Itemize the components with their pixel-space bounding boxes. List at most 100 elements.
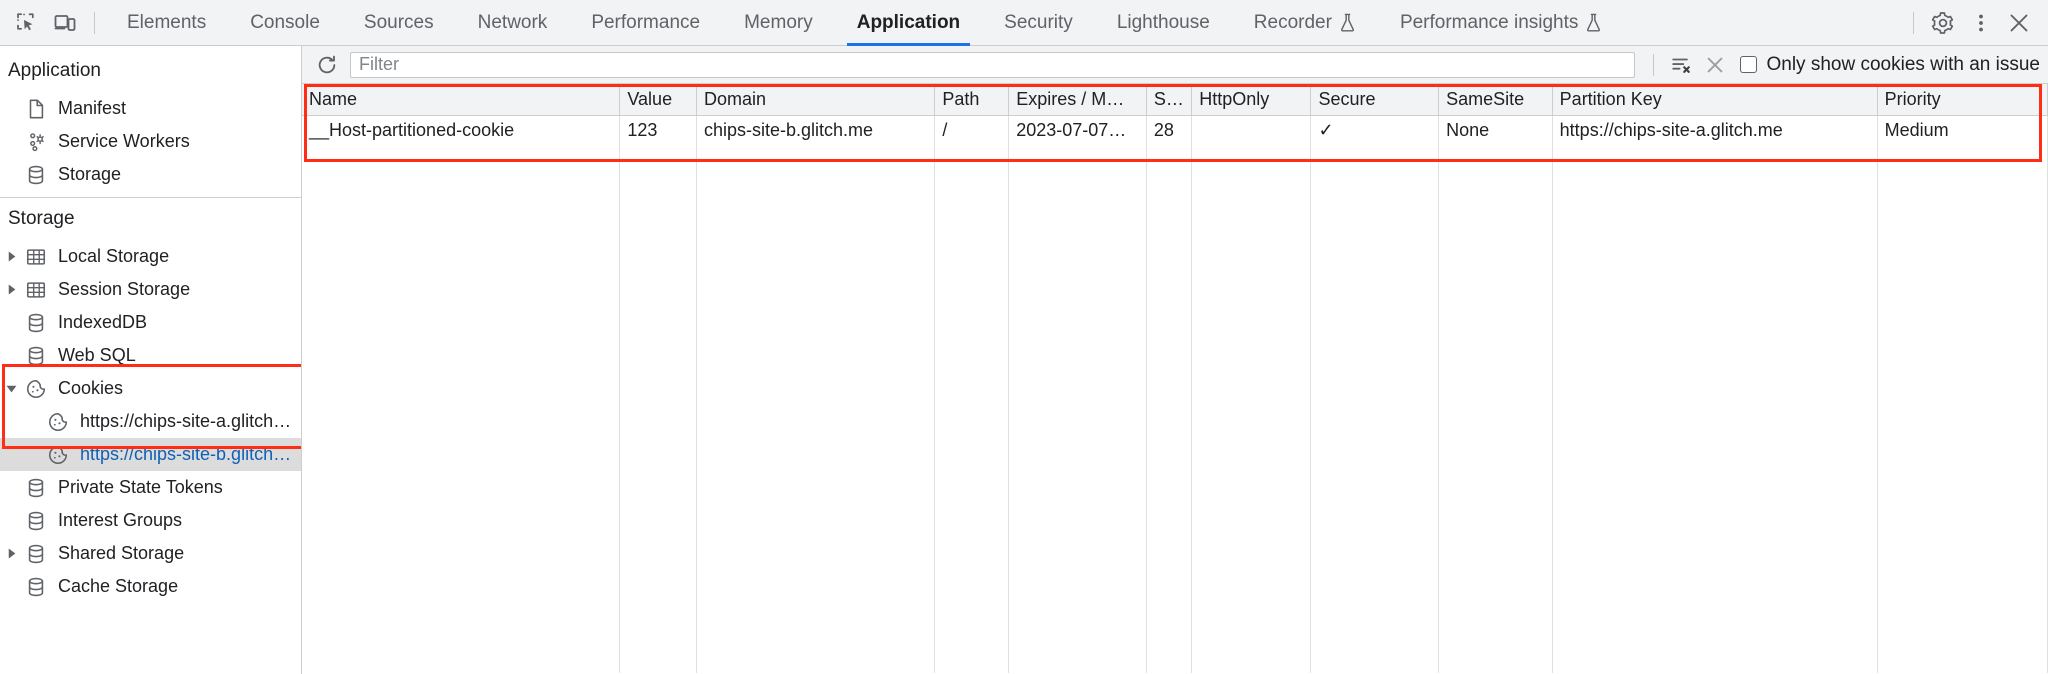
cell-empty	[1877, 425, 2048, 456]
sidebar-item-local-storage[interactable]: Local Storage	[0, 240, 301, 273]
chevron-right-icon[interactable]	[0, 284, 22, 295]
tab-application[interactable]: Application	[835, 0, 982, 46]
tab-recorder[interactable]: Recorder	[1232, 0, 1378, 46]
cell-empty	[302, 177, 621, 208]
table-empty-row	[302, 549, 2048, 580]
sidebar-item-cookies[interactable]: Cookies	[0, 372, 301, 405]
cell-empty	[619, 394, 697, 425]
checkbox-box[interactable]	[1740, 56, 1758, 73]
cell-empty	[1877, 177, 2048, 208]
sidebar-item-interest-groups[interactable]: Interest Groups	[0, 504, 301, 537]
cell-empty	[1877, 487, 2048, 518]
sidebar-item-storage[interactable]: Storage	[0, 158, 301, 191]
sidebar-item-cache-storage[interactable]: Cache Storage	[0, 570, 301, 603]
cell-empty	[1191, 549, 1312, 580]
cell-empty	[1552, 549, 1878, 580]
column-header-samesite[interactable]: SameSite	[1438, 84, 1553, 116]
cell-empty	[1552, 301, 1878, 332]
chevron-right-icon[interactable]	[0, 251, 22, 262]
tab-label: Lighthouse	[1116, 11, 1210, 33]
cell-empty	[1310, 549, 1440, 580]
cell-empty	[1191, 239, 1312, 270]
cell-empty	[1877, 518, 2048, 549]
cell-empty	[1438, 146, 1553, 177]
column-header-httponly[interactable]: HttpOnly	[1191, 84, 1312, 116]
cell-empty	[302, 580, 621, 611]
device-toolbar-icon[interactable]	[46, 4, 84, 42]
tab-performance[interactable]: Performance	[569, 0, 722, 46]
tab-performance-insights[interactable]: Performance insights	[1378, 0, 1624, 46]
cell-empty	[696, 363, 936, 394]
chevron-right-icon[interactable]	[0, 548, 22, 559]
database-icon	[22, 477, 50, 499]
cell-empty	[1146, 549, 1193, 580]
tab-label: Memory	[744, 11, 813, 33]
cell-empty	[1008, 580, 1147, 611]
inspect-element-icon[interactable]	[8, 4, 46, 42]
tab-sources[interactable]: Sources	[342, 0, 456, 46]
refresh-icon[interactable]	[312, 50, 342, 80]
sidebar-item-label: IndexedDB	[58, 312, 148, 332]
cell-empty	[696, 301, 936, 332]
sidebar-item-label: Private State Tokens	[58, 477, 223, 497]
cell-empty	[1146, 146, 1193, 177]
cell-empty	[1008, 208, 1147, 239]
cookies-filter-bar: Only show cookies with an issue	[302, 46, 2048, 84]
sidebar-item-label: Session Storage	[58, 279, 191, 299]
only-show-issues-checkbox[interactable]: Only show cookies with an issue	[1740, 54, 2040, 76]
tab-console[interactable]: Console	[228, 0, 342, 46]
cell-empty	[1191, 270, 1312, 301]
chevron-down-icon[interactable]	[0, 383, 22, 394]
close-icon[interactable]	[2000, 4, 2038, 42]
column-header-secure[interactable]: Secure	[1310, 84, 1440, 116]
cell-empty	[1191, 425, 1312, 456]
sidebar-item-label: Web SQL	[58, 345, 136, 365]
clear-all-cookies-icon[interactable]	[1700, 50, 1730, 80]
column-header-priority[interactable]: Priority	[1877, 84, 2048, 116]
column-header-domain[interactable]: Domain	[696, 84, 936, 116]
cell-empty	[1552, 270, 1878, 301]
cell-empty	[696, 425, 936, 456]
toolbar-divider-right	[1913, 11, 1914, 34]
sidebar-item-manifest[interactable]: Manifest	[0, 92, 301, 125]
cell-empty	[1191, 611, 1312, 642]
toolbar-right-controls	[1903, 4, 2038, 42]
sidebar-item-private-state-tokens[interactable]: Private State Tokens	[0, 471, 301, 504]
database-icon	[22, 510, 50, 532]
cookie-icon	[22, 378, 50, 400]
experiment-flask-icon	[1339, 13, 1356, 32]
cell-empty	[1310, 580, 1440, 611]
cell-empty	[1310, 208, 1440, 239]
cell-empty	[934, 394, 1010, 425]
clear-filters-icon[interactable]	[1666, 50, 1696, 80]
sidebar-item-shared-storage[interactable]: Shared Storage	[0, 537, 301, 570]
cell-empty	[1146, 611, 1193, 642]
tab-lighthouse[interactable]: Lighthouse	[1095, 0, 1232, 46]
tab-memory[interactable]: Memory	[722, 0, 835, 46]
gear-icon[interactable]	[1924, 4, 1962, 42]
tab-elements[interactable]: Elements	[105, 0, 228, 46]
cell-empty	[1552, 332, 1878, 363]
sidebar-item-chips-site-b-glitch-me[interactable]: https://chips-site-b.glitch.me	[0, 438, 301, 471]
column-header-value[interactable]: Value	[619, 84, 697, 116]
cell-empty	[619, 239, 697, 270]
sidebar-item-label: Service Workers	[58, 131, 190, 151]
kebab-menu-icon[interactable]	[1962, 4, 2000, 42]
search-input[interactable]	[350, 51, 1636, 78]
sidebar-item-web-sql[interactable]: Web SQL	[0, 339, 301, 372]
tab-security[interactable]: Security	[982, 0, 1095, 46]
column-header-partition-key[interactable]: Partition Key	[1552, 84, 1878, 116]
sidebar-item-indexeddb[interactable]: IndexedDB	[0, 306, 301, 339]
column-header-expires-m[interactable]: Expires / M…	[1008, 84, 1147, 116]
sidebar-item-session-storage[interactable]: Session Storage	[0, 273, 301, 306]
cell-empty	[1146, 332, 1193, 363]
column-header-name[interactable]: Name	[302, 84, 621, 116]
column-header-size[interactable]: Size	[1146, 84, 1193, 116]
sidebar-item-service-workers[interactable]: Service Workers	[0, 125, 301, 158]
cookie-icon	[44, 411, 72, 433]
column-header-path[interactable]: Path	[934, 84, 1010, 116]
sidebar-item-chips-site-a-glitch-me[interactable]: https://chips-site-a.glitch.me	[0, 405, 301, 438]
tab-network[interactable]: Network	[456, 0, 570, 46]
